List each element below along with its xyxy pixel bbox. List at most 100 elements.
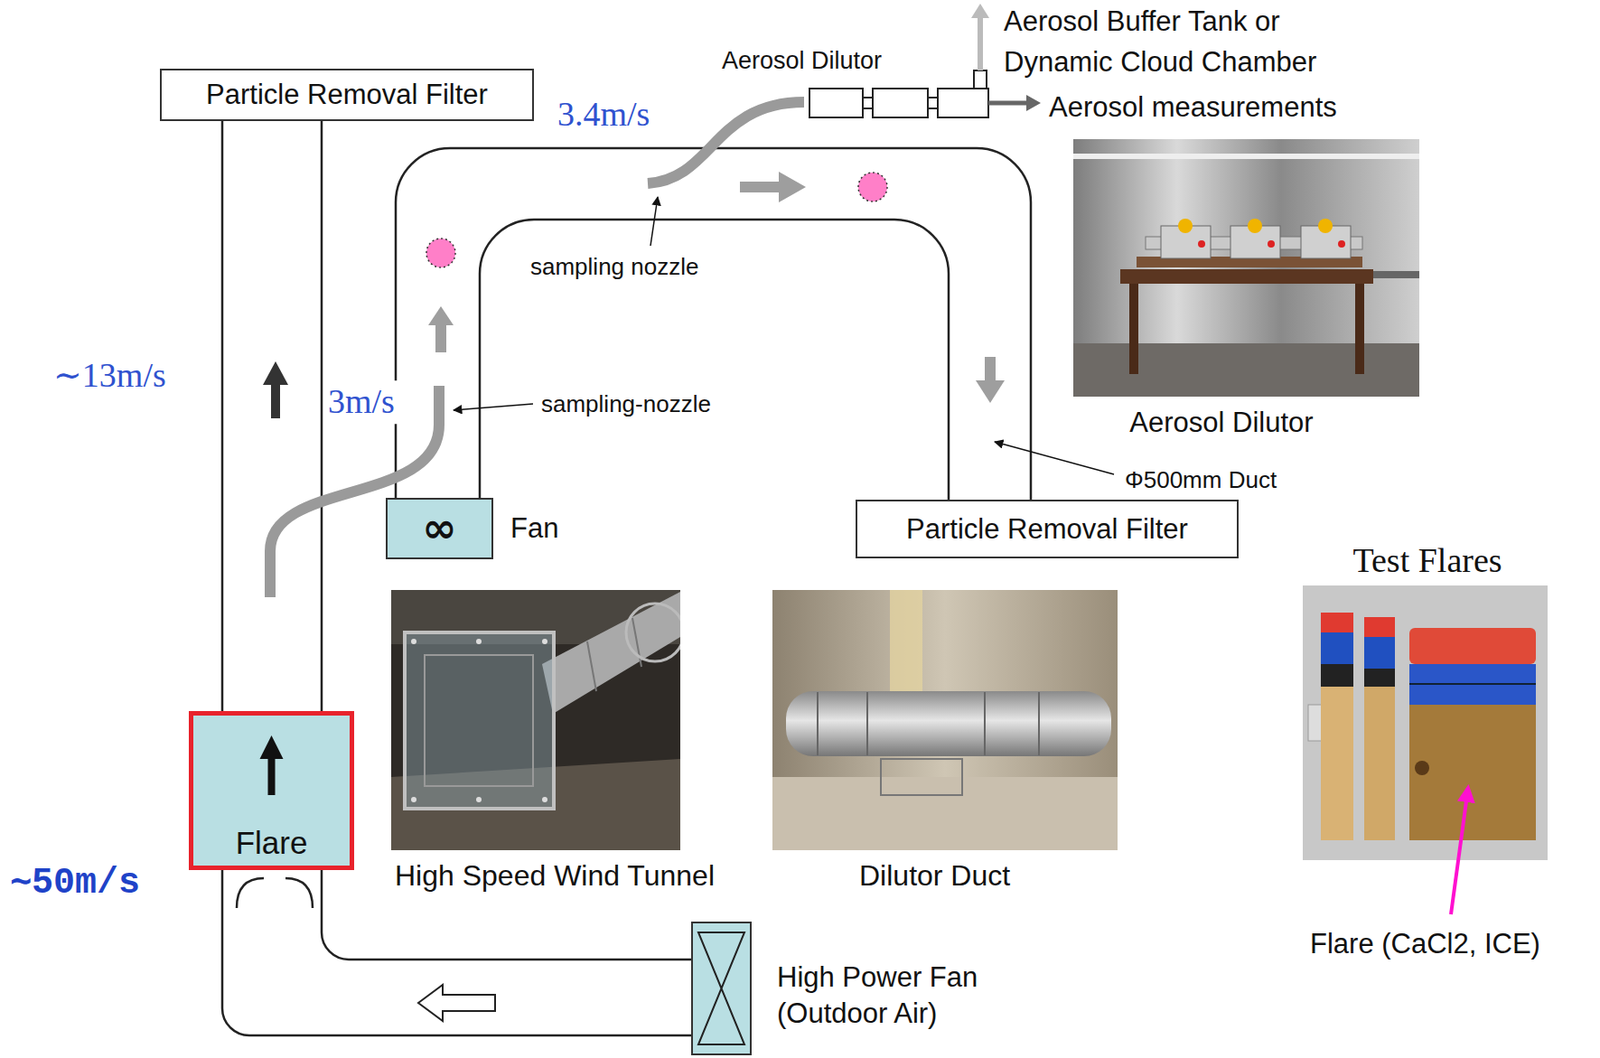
speed-label: ∼13m/s bbox=[50, 354, 169, 398]
node-label: High Power Fan (Outdoor Air) bbox=[776, 959, 1048, 1033]
wind-tunnel-duct bbox=[236, 878, 264, 908]
duct-photo bbox=[785, 691, 1112, 757]
duct-photo bbox=[889, 589, 923, 694]
duct-photo bbox=[817, 692, 1039, 756]
node-label: Particle Removal Filter bbox=[906, 512, 1189, 546]
outlet-arrow bbox=[971, 3, 990, 19]
wind-tunnel-photo bbox=[542, 591, 681, 714]
arrow-head bbox=[260, 735, 284, 759]
wind-tunnel-photo bbox=[542, 638, 548, 645]
wind-tunnel-photo bbox=[424, 654, 534, 786]
duct-photo bbox=[1038, 692, 1040, 756]
wind-tunnel-photo bbox=[587, 641, 597, 692]
fan-symbol bbox=[692, 923, 750, 1054]
flare-photo bbox=[1409, 683, 1536, 685]
wind-tunnel-photo bbox=[411, 796, 417, 803]
node-heading: Fan bbox=[510, 511, 559, 545]
dilutor-unit bbox=[809, 70, 989, 118]
pointer-arrow bbox=[1450, 787, 1469, 915]
leader-line bbox=[650, 196, 658, 246]
flow-arrow bbox=[262, 361, 289, 385]
duct-photo bbox=[866, 692, 869, 756]
dilutor-unit bbox=[937, 88, 989, 118]
duct-photo bbox=[816, 692, 819, 756]
flow-arrow bbox=[984, 356, 996, 383]
dilutor-photo bbox=[1247, 218, 1263, 234]
flow-arrow bbox=[193, 715, 350, 815]
flare-photo bbox=[1414, 760, 1430, 776]
flare-photo bbox=[1364, 686, 1395, 841]
sampling-nozzle-tube bbox=[270, 102, 805, 598]
inlet-arrow bbox=[418, 984, 496, 1021]
wind-tunnel-duct bbox=[285, 878, 313, 908]
wind-tunnel-photo bbox=[391, 589, 681, 851]
dilutor-photo bbox=[1073, 139, 1420, 397]
outlet-arrow bbox=[988, 101, 1029, 106]
duct-photo bbox=[772, 589, 1118, 851]
flare-photo bbox=[1320, 612, 1354, 633]
flare-photo bbox=[1302, 585, 1548, 861]
wind-tunnel-photo bbox=[391, 589, 681, 851]
dilutor-photo bbox=[1267, 240, 1275, 248]
text-label: sampling-nozzle bbox=[538, 389, 714, 420]
wind-tunnel-duct bbox=[320, 121, 324, 712]
leader-line bbox=[453, 403, 534, 411]
dilutor-photo bbox=[1197, 240, 1206, 248]
text-label: Aerosol measurements bbox=[1046, 90, 1340, 126]
flare-box: Flare bbox=[188, 711, 355, 871]
filter-box: Particle Removal Filter bbox=[159, 68, 534, 122]
text-label: sampling nozzle bbox=[527, 252, 702, 282]
dilutor-unit bbox=[872, 88, 928, 118]
inlet-arrow bbox=[418, 984, 496, 1021]
flow-arrow bbox=[428, 306, 454, 326]
wind-tunnel-duct bbox=[221, 121, 225, 712]
flow-arrow bbox=[271, 383, 281, 419]
node-label: ∞ bbox=[421, 503, 457, 553]
flare-photo bbox=[1409, 664, 1536, 705]
text-label: Aerosol Dilutor bbox=[1126, 405, 1316, 441]
fan-box: High Power Fan (Outdoor Air) bbox=[691, 921, 752, 1056]
flare-photo bbox=[1320, 664, 1354, 687]
leader-line bbox=[453, 196, 1114, 475]
flow-arrow bbox=[975, 380, 1005, 403]
aerosol-particle bbox=[858, 172, 888, 202]
flare-photo bbox=[1409, 627, 1536, 665]
text-label: High Speed Wind Tunnel bbox=[392, 857, 718, 894]
flare-photo bbox=[1320, 632, 1354, 665]
sampling-nozzle-tube bbox=[647, 102, 805, 184]
flare-photo bbox=[1409, 704, 1536, 841]
arrow-shaft bbox=[268, 756, 276, 796]
flow-arrow bbox=[778, 171, 806, 203]
dilutor-photo bbox=[1073, 153, 1420, 160]
wind-tunnel-photo bbox=[626, 603, 681, 662]
filter-box: Particle Removal Filter bbox=[855, 499, 1239, 559]
duct-photo bbox=[880, 758, 963, 796]
dilutor-duct bbox=[395, 148, 1031, 500]
dilutor-duct bbox=[479, 219, 949, 500]
flow-arrow bbox=[428, 171, 1005, 403]
flare-photo bbox=[1364, 617, 1395, 637]
node-label: Particle Removal Filter bbox=[205, 77, 488, 112]
speed-label: 3m/s bbox=[325, 380, 398, 424]
hourglass-line bbox=[698, 932, 745, 1045]
wind-tunnel-photo bbox=[411, 638, 417, 645]
dilutor-unit bbox=[862, 97, 873, 109]
flare-photo bbox=[1364, 636, 1395, 669]
dilutor-photo bbox=[1129, 283, 1139, 375]
dilutor-unit bbox=[809, 88, 863, 118]
flare-photo bbox=[1364, 668, 1395, 687]
text-label: Flare (CaCl2, ICE) bbox=[1307, 926, 1544, 963]
aerosol-particle bbox=[426, 238, 456, 268]
outlet-arrow bbox=[1026, 94, 1041, 112]
flow-arrow bbox=[435, 323, 447, 353]
outlet-arrow bbox=[977, 16, 983, 71]
wind-tunnel-photo bbox=[542, 796, 548, 803]
text-label: Dilutor Duct bbox=[856, 857, 1013, 894]
wind-tunnel-photo bbox=[632, 617, 642, 667]
dilutor-duct bbox=[395, 148, 1031, 500]
leader-line bbox=[994, 441, 1114, 475]
duct-photo bbox=[772, 589, 1118, 851]
flare-photo bbox=[1320, 686, 1354, 841]
flow-arrow bbox=[262, 361, 289, 419]
